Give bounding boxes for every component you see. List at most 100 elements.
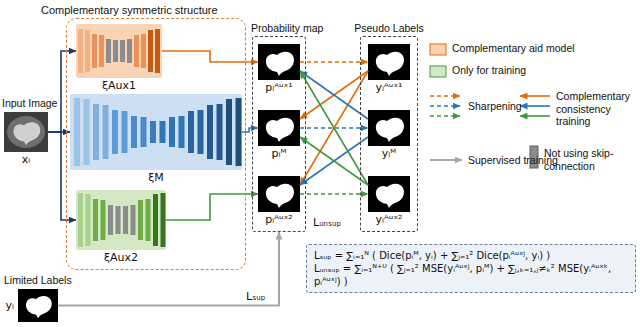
legend-sample [520, 115, 550, 117]
input-image: Input Imagexᵢ [4, 112, 48, 152]
map-picture [258, 110, 300, 146]
layer-block [148, 30, 153, 72]
layer-block [116, 206, 121, 234]
connector-arrow [242, 128, 258, 132]
loss-formula: Lₛᵤₚ = ∑ᵢ₌₁ᴺ ( Dice(pᵢᴹ, yᵢ) + ∑ⱼ₌₁² Dic… [306, 244, 636, 293]
layer-block [92, 34, 97, 68]
connector-arrow [300, 71, 368, 185]
layer-block [141, 34, 146, 68]
legend-sample [430, 105, 460, 107]
group-title: Probability map [251, 22, 323, 35]
label-symbol: yᵢ [6, 299, 14, 312]
layer-block [99, 35, 104, 67]
network-background [76, 190, 166, 250]
network-background [70, 94, 242, 170]
layer-block [108, 205, 113, 235]
layer-block [85, 30, 90, 72]
layer-block [93, 104, 99, 160]
connector-arrow [300, 193, 368, 195]
layer-block [127, 39, 132, 63]
layer-block [141, 117, 147, 147]
layer-block [153, 194, 158, 246]
layer-block [160, 121, 166, 143]
connector-arrow [48, 132, 76, 220]
map-picture [266, 184, 294, 208]
network-aux1: ξAux1 [76, 24, 162, 78]
layer-block [101, 200, 106, 240]
input-picture [7, 116, 45, 148]
layer-block [93, 199, 98, 241]
layer-block [155, 29, 160, 73]
connector-arrow [300, 137, 368, 185]
layer-block [207, 105, 213, 159]
layer-block [78, 193, 83, 247]
input-picture [4, 112, 48, 152]
label-picture [368, 176, 410, 212]
label-picture [376, 184, 404, 208]
pseudo-label: yᵢᴬᵘˣ² [368, 176, 410, 212]
connector-arrow [300, 71, 368, 119]
map-label: pᵢᴬᵘˣ¹ [265, 81, 292, 94]
legend-text: Only for training [452, 64, 526, 77]
structure-group: Complementary symmetric structureξAux1ξM… [66, 18, 246, 270]
layer-block [131, 205, 136, 235]
loss-label: Lᵤₙₛᵤₚ [312, 216, 342, 229]
connector-arrow [300, 71, 368, 185]
network-aux2: ξAux2 [76, 190, 166, 250]
map-picture [258, 176, 300, 212]
legend-sample [520, 105, 550, 107]
network-background [76, 24, 162, 78]
layer-block [131, 116, 137, 148]
legend-swatch [430, 66, 446, 77]
network-label: ξAux1 [102, 79, 136, 92]
legend-text: Not using skip-connection [544, 147, 634, 172]
pseudo-label: yᵢᴬᵘˣ¹ [368, 44, 410, 80]
connector-arrow [166, 194, 258, 220]
image-title: Input Image [2, 97, 57, 110]
legend-text: Sharpening [468, 100, 522, 113]
legend-sample [430, 159, 462, 161]
image-title: Limited Labels [4, 274, 72, 287]
connector-arrow [300, 137, 368, 185]
layer-block [217, 104, 223, 160]
input-picture [14, 122, 41, 145]
map-picture [266, 52, 294, 76]
group-title: Pseudo Labels [354, 22, 423, 35]
label-image: Limited Labelsyᵢ [18, 289, 58, 322]
label-picture [368, 44, 410, 80]
connector-arrow [300, 71, 368, 119]
map-label: yᵢᴬᵘˣ² [376, 213, 403, 226]
pseudo-label: yᵢᴹ [368, 110, 410, 146]
network-main: ξM [70, 94, 242, 170]
label-picture [368, 110, 410, 146]
layer-block [226, 99, 232, 165]
layer-block [84, 99, 90, 165]
layer-block [78, 29, 83, 73]
probability-map: pᵢᴬᵘˣ² [258, 176, 300, 212]
input-symbol: xᵢ [22, 153, 30, 166]
loss-label: Lₛᵤₚ [245, 290, 266, 303]
layer-block [74, 98, 80, 166]
label-picture [376, 52, 404, 76]
network-label: ξM [148, 171, 164, 184]
legend-text: Complementary consistency training [556, 90, 636, 128]
layer-block [134, 35, 139, 67]
probability-group: Probability mappᵢᴬᵘˣ¹pᵢᴹpᵢᴬᵘˣ² [252, 36, 306, 232]
probability-map: pᵢᴹ [258, 110, 300, 146]
label-picture [26, 296, 52, 318]
network-label: ξAux2 [104, 251, 138, 264]
map-label: pᵢᴹ [272, 147, 287, 160]
layer-block [198, 110, 204, 154]
legend-text: Complementary aid model [452, 42, 575, 55]
layer-block [179, 116, 185, 148]
legend-sample [430, 95, 460, 97]
layer-block [123, 206, 128, 234]
connector-arrow [48, 51, 76, 132]
group-title: Complementary symmetric structure [41, 4, 218, 17]
layer-block [113, 40, 118, 62]
pseudo-label-group: Pseudo Labelsyᵢᴬᵘˣ¹yᵢᴹyᵢᴬᵘˣ² [360, 36, 418, 232]
layer-block [112, 110, 118, 154]
map-label: yᵢᴬᵘˣ¹ [376, 81, 403, 94]
legend-sample [430, 115, 460, 117]
